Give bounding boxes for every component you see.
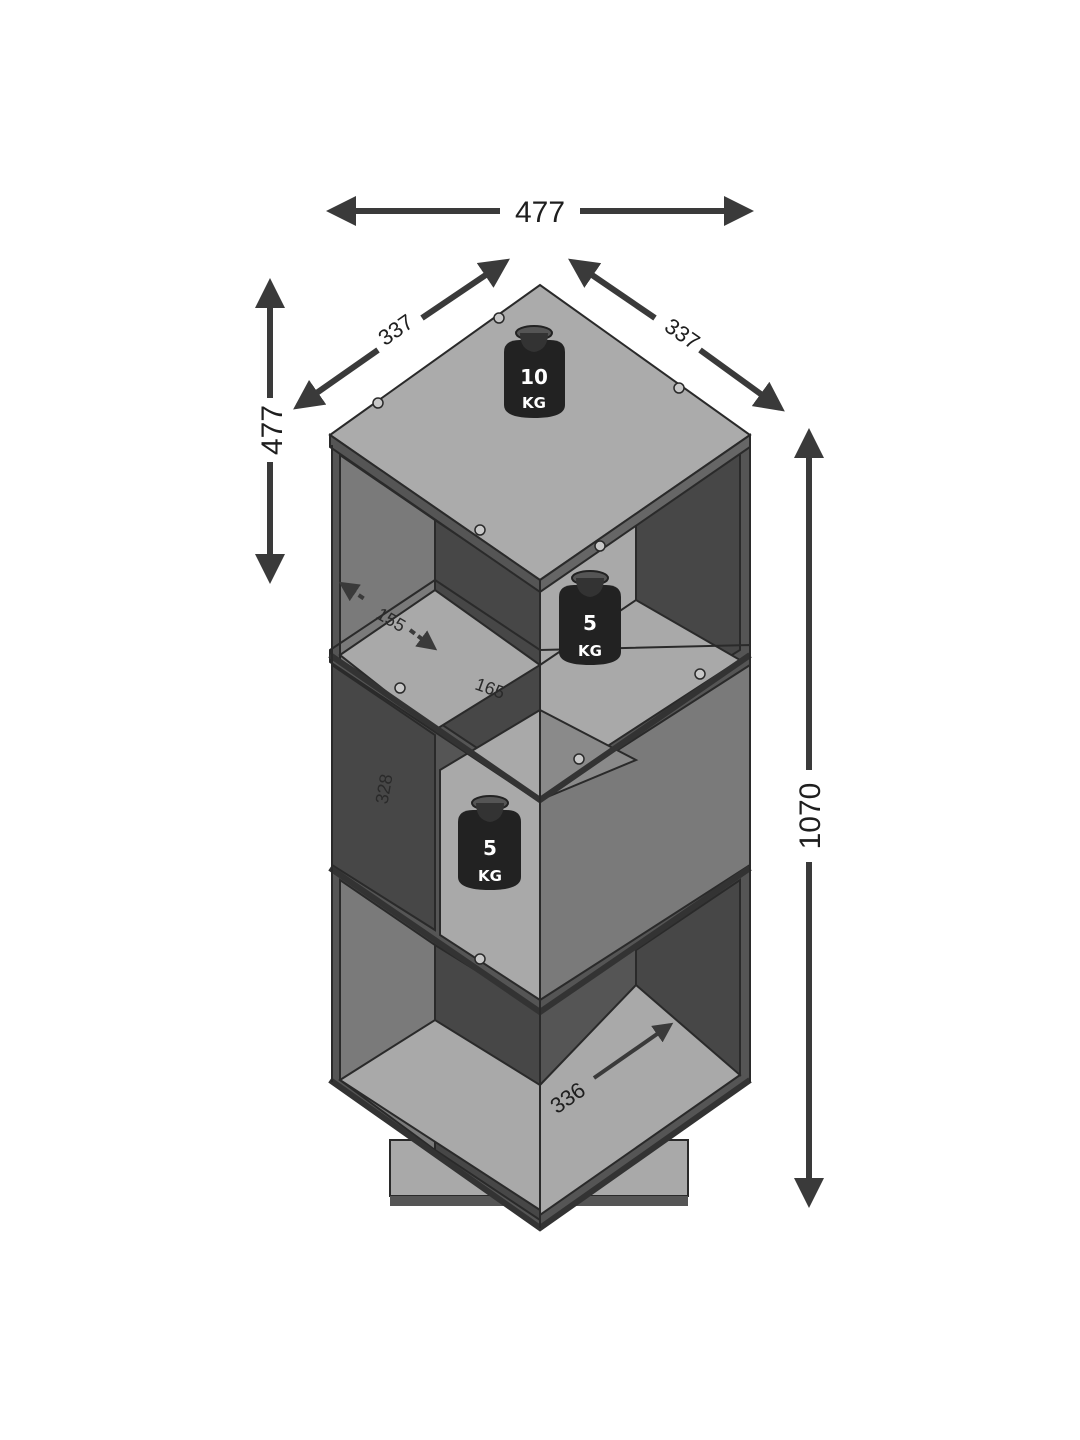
compartment-arrows [338,581,674,1080]
shelf-body [328,283,752,1232]
right-edge-arrow-a [568,258,657,321]
label-height: 1070 [794,783,827,850]
weight-10kg: 10 KG [504,325,565,418]
left-edge-arrow-b [420,258,510,321]
dimension-arrows [255,196,824,1208]
label-width: 477 [515,196,565,229]
label-top-right-edge: 337 [660,313,704,355]
left-edge-arrow-a [293,347,380,410]
weight-3-unit: KG [478,867,502,885]
weight-5kg-middle: 5 KG [559,570,621,665]
weight-2-unit: KG [578,642,602,660]
weight-1-unit: KG [522,394,546,412]
weight-2-value: 5 [583,611,597,635]
label-depth: 477 [256,405,289,455]
weight-1-value: 10 [520,365,548,389]
weight-3-value: 5 [483,836,497,860]
label-top-left-edge: 337 [373,309,417,351]
screw-dots [372,312,706,965]
weight-5kg-lower: 5 KG [458,795,521,890]
right-edge-arrow-b [698,347,785,412]
